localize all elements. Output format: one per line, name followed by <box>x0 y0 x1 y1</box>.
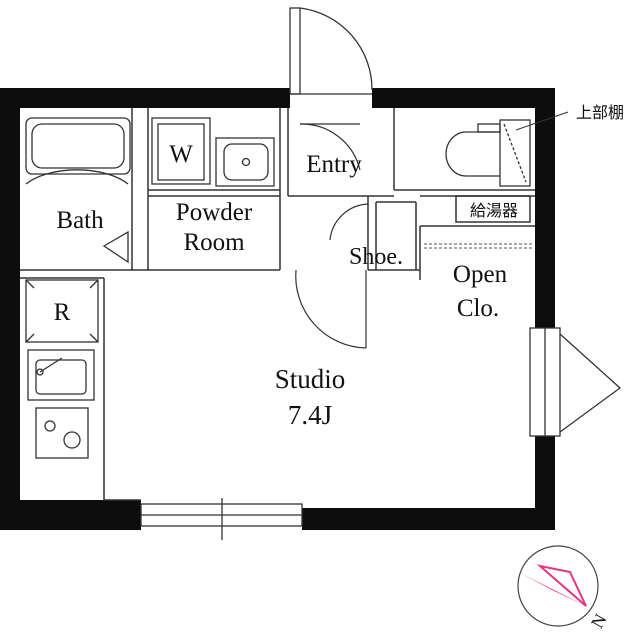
entry-label: Entry <box>306 151 362 178</box>
toilet <box>445 119 531 187</box>
powder-room-label-line2: Room <box>183 229 245 256</box>
kitchen-sink <box>27 349 95 401</box>
studio-label: Studio <box>275 364 346 394</box>
compass-north-label: N <box>587 610 611 631</box>
washer-label: W <box>169 141 193 168</box>
studio-size-label: 7.4J <box>288 400 332 430</box>
shoe-label: Shoe. <box>349 244 403 270</box>
bathtub <box>25 117 131 264</box>
compass-needle-icon <box>522 574 586 606</box>
interior-walls <box>20 108 535 501</box>
upper-shelf-leader <box>515 111 569 131</box>
bath-label: Bath <box>56 207 104 234</box>
compass-ring <box>517 545 599 627</box>
compass: N <box>517 545 611 632</box>
fridge <box>25 279 99 343</box>
bottom-window <box>140 498 303 540</box>
closet-rail <box>424 243 532 249</box>
fridge-label: R <box>54 299 71 326</box>
entry-door <box>289 7 373 95</box>
compass-tail-icon <box>536 564 587 607</box>
open-closet-label-line2: Clo. <box>457 295 499 322</box>
powder-room-label-line1: Powder <box>176 199 253 226</box>
right-window <box>529 327 622 437</box>
outer-walls <box>0 88 555 530</box>
powder-sink <box>215 137 275 187</box>
inner-door <box>295 123 369 349</box>
stove <box>35 407 89 459</box>
washer-box <box>151 117 211 185</box>
upper-shelf-label: 上部棚 <box>576 103 624 122</box>
water-heater-label: 給湯器 <box>470 201 518 220</box>
open-closet-label-line1: Open <box>453 261 508 288</box>
